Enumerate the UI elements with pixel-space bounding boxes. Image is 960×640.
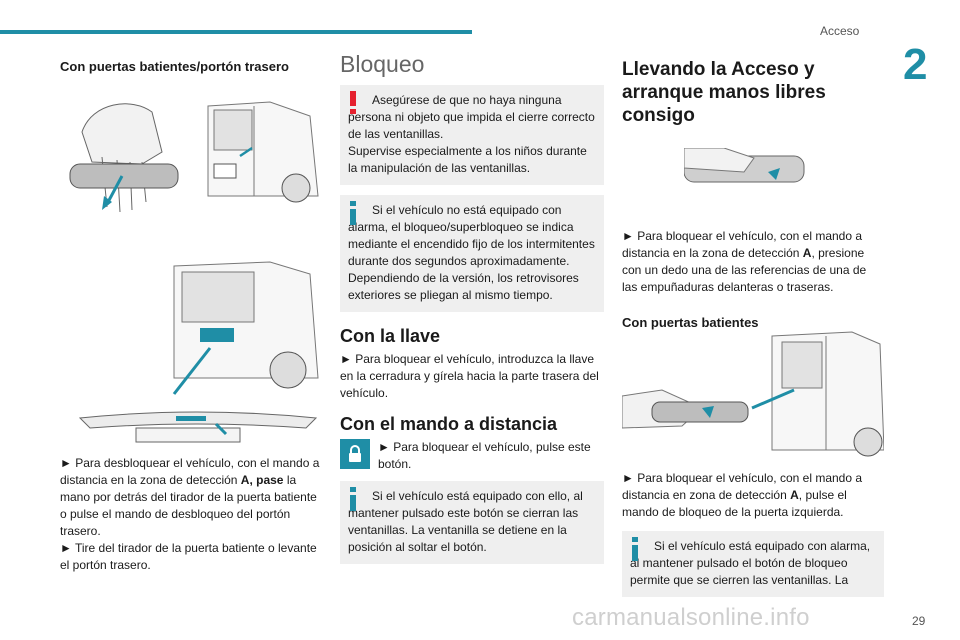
col3-paragraph-2: ► Para bloquear el vehículo, con el mand…: [622, 470, 884, 521]
col3-p2-b: , pulse el mando de bloqueo de la puerta…: [622, 488, 847, 519]
col1-p1-a: ► Para desbloquear el vehículo, con el m…: [60, 456, 320, 487]
illustration-handle-finger: [684, 148, 805, 183]
info-icon: [632, 537, 638, 561]
col1-text: ► Para desbloquear el vehículo, con el m…: [60, 455, 322, 574]
warning-text-1: Asegúrese de que no haya ninguna persona…: [348, 93, 595, 141]
col3-text: ► Para bloquear el vehículo, con el mand…: [622, 228, 884, 331]
watermark: carmanualsonline.info: [572, 604, 810, 631]
info-box-1: Si el vehículo no está equipado con alar…: [340, 195, 604, 312]
warning-box: Asegúrese de que no haya ninguna persona…: [340, 85, 604, 185]
page-number: 29: [912, 614, 926, 628]
info-icon: [350, 487, 356, 511]
column-2: Bloqueo Asegúrese de que no haya ninguna…: [340, 51, 604, 564]
section-name: Acceso: [820, 24, 860, 38]
chapter-number: 2: [903, 40, 928, 89]
col1-paragraph-2: ► Tire del tirador de la puerta batiente…: [60, 541, 317, 572]
col3-paragraph-1: ► Para bloquear el vehículo, con el mand…: [622, 228, 884, 296]
col3-subheading: Con puertas batientes: [622, 315, 759, 330]
col3-p2-a: ► Para bloquear el vehículo, con el mand…: [622, 471, 863, 502]
subheading-key: Con la llave: [340, 326, 441, 346]
header-bar: [0, 30, 472, 34]
exclamation-icon: [350, 91, 356, 114]
info2-text: Si el vehículo está equipado con ello, a…: [348, 489, 583, 554]
col3-p2-bold: A: [790, 488, 799, 502]
remote-text: ► Para bloquear el vehículo, pulse este …: [378, 440, 591, 471]
column-3: Llevando la Acceso y arranque manos libr…: [622, 58, 884, 127]
col1-paragraph-1: ► Para desbloquear el vehículo, con el m…: [60, 455, 322, 540]
illustration-tailgate-handle: [78, 411, 318, 443]
col3-text-2: ► Para bloquear el vehículo, con el mand…: [622, 470, 884, 597]
col2-title: Bloqueo: [340, 51, 425, 77]
subheading-remote: Con el mando a distancia: [340, 414, 558, 434]
warning-text-2: Supervise especialmente a los niños dura…: [348, 144, 587, 175]
info-box-3: Si el vehículo está equipado con alarma,…: [622, 531, 884, 597]
column-1: Con puertas batientes/portón trasero: [60, 58, 322, 75]
col3-p1-bold: A: [802, 246, 812, 260]
key-text: ► Para bloquear el vehículo, introduzca …: [340, 352, 599, 400]
illustration-van-left-door: [622, 331, 884, 457]
col3-title: Llevando la Acceso y arranque manos libr…: [622, 59, 826, 126]
lock-icon: [340, 439, 370, 469]
info1-text-2: Dependiendo de la versión, los retroviso…: [348, 271, 579, 302]
col1-p1-bold: A, pase: [240, 473, 284, 487]
col1-heading: Con puertas batientes/portón trasero: [60, 59, 289, 74]
col3-p1-b: , presione con un dedo una de las refere…: [622, 246, 867, 294]
col1-p1-b: la mano por detrás del tirador de la pue…: [60, 473, 317, 538]
illustration-hand-handle: [69, 103, 179, 213]
remote-row: ► Para bloquear el vehículo, pulse este …: [340, 439, 604, 473]
illustration-van-tailgate: [172, 261, 319, 395]
info1-text-1: Si el vehículo no está equipado con alar…: [348, 203, 595, 268]
info3-text: Si el vehículo está equipado con alarma,…: [630, 539, 871, 587]
info-icon: [350, 201, 356, 225]
illustration-van-rear-doors: [207, 101, 319, 203]
col3-p1-a: ► Para bloquear el vehículo, con el mand…: [622, 229, 863, 260]
info-box-2: Si el vehículo está equipado con ello, a…: [340, 481, 604, 564]
